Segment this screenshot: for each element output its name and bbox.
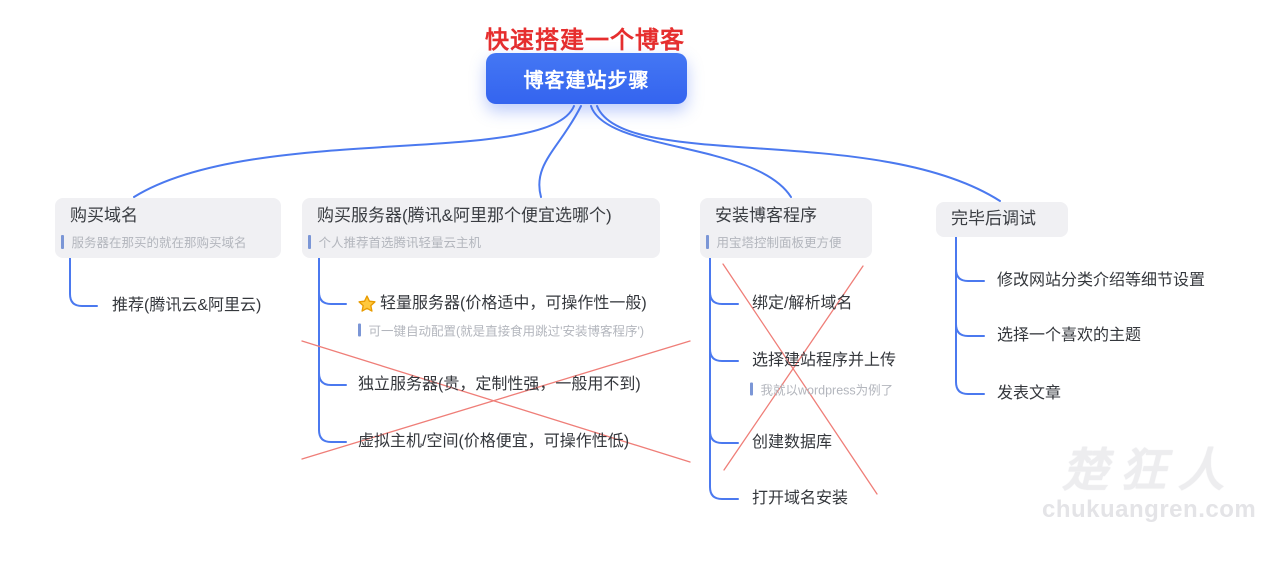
topic-dedicated-server[interactable]: 独立服务器(贵，定制性强，一般用不到) (358, 376, 641, 393)
watermark-logo: 楚狂人 (1062, 443, 1236, 497)
note-bar-icon (308, 234, 311, 249)
branch-3-trunk (709, 257, 739, 500)
branch-note: 用宝塔控制面板更方便 (706, 232, 857, 251)
page-title[interactable]: 快速搭建一个博客 (485, 27, 685, 54)
curve-to-branch-2 (538, 105, 582, 198)
topic-create-database[interactable]: 创建数据库 (752, 434, 833, 451)
branch-note: 个人推荐首选腾讯轻量云主机 (308, 232, 645, 251)
curve-to-branch-3 (590, 105, 792, 198)
branch-4-elbow-2 (955, 323, 985, 337)
note-bar-icon (706, 234, 709, 249)
topic-recommend-cloud[interactable]: 推荐(腾讯云&阿里云) (112, 297, 262, 314)
branch-node-buy-domain[interactable]: 购买域名 服务器在那买的就在那购买域名 (55, 198, 281, 258)
note-text: 服务器在那买的就在那购买域名 (71, 236, 247, 250)
note-bar-icon (358, 323, 361, 337)
note-text: 个人推荐首选腾讯轻量云主机 (318, 236, 482, 250)
root-node[interactable]: 博客建站步骤 (486, 53, 687, 104)
topic-note: 可一键自动配置(就是直接食用跳过'安装博客程序') (358, 321, 644, 340)
branch-4-elbow-1 (955, 268, 985, 282)
note-text: 可一键自动配置(就是直接食用跳过'安装博客程序') (368, 324, 645, 339)
root-branch-curves (133, 105, 1001, 202)
topic-label: 轻量服务器(价格适中，可操作性一般) (380, 295, 647, 312)
branch-1-trunk (69, 257, 98, 307)
topic-bind-domain[interactable]: 绑定/解析域名 (752, 295, 853, 312)
branch-title: 购买服务器(腾讯&阿里那个便宜选哪个) (317, 206, 612, 225)
branch-title: 安装博客程序 (715, 206, 817, 225)
branch-3-elbow-3 (709, 430, 739, 444)
branch-3-elbow-2 (709, 348, 739, 362)
note-text: 用宝塔控制面板更方便 (716, 236, 842, 250)
branch-note: 服务器在那买的就在那购买域名 (61, 232, 266, 251)
branch-node-buy-server[interactable]: 购买服务器(腾讯&阿里那个便宜选哪个) 个人推荐首选腾讯轻量云主机 (302, 198, 660, 258)
branch-3-elbow-1 (709, 291, 739, 305)
branch-2-elbow-1 (318, 291, 347, 305)
star-icon (358, 295, 376, 312)
note-bar-icon (750, 382, 753, 396)
branch-4-trunk (955, 236, 985, 395)
curve-to-branch-1 (133, 105, 575, 198)
topic-modify-site-details[interactable]: 修改网站分类介绍等细节设置 (997, 272, 1206, 289)
branch-node-install-blog[interactable]: 安装博客程序 用宝塔控制面板更方便 (700, 198, 872, 258)
branch-2-trunk (318, 257, 347, 443)
branch-title: 完毕后调试 (951, 209, 1036, 228)
topic-open-domain-install[interactable]: 打开域名安装 (752, 490, 849, 507)
topic-publish-article[interactable]: 发表文章 (997, 385, 1062, 402)
branch-2-elbow-2 (318, 372, 347, 386)
watermark-domain: chukuangren.com (1042, 496, 1257, 523)
topic-note: 我就以wordpress为例了 (750, 380, 893, 399)
note-bar-icon (61, 234, 64, 249)
branch-title: 购买域名 (70, 206, 138, 225)
topic-choose-program[interactable]: 选择建站程序并上传 (752, 352, 897, 369)
branch-node-debug-after[interactable]: 完毕后调试 (936, 202, 1068, 237)
topic-choose-theme[interactable]: 选择一个喜欢的主题 (997, 327, 1142, 344)
note-text: 我就以wordpress为例了 (760, 383, 894, 398)
topic-light-server[interactable]: 轻量服务器(价格适中，可操作性一般) (357, 294, 647, 314)
curve-to-branch-4 (596, 105, 1001, 202)
topic-virtual-host[interactable]: 虚拟主机/空间(价格便宜，可操作性低) (358, 433, 630, 450)
